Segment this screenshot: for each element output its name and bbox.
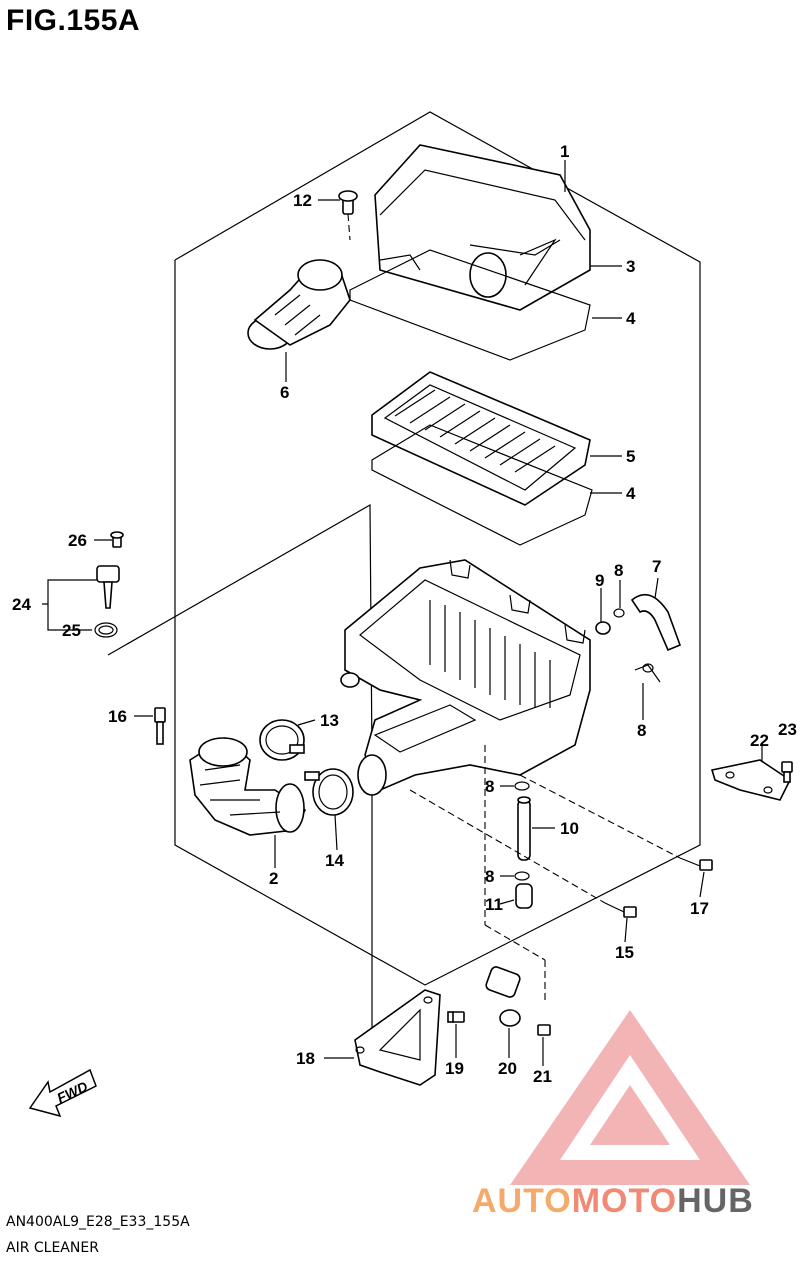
air-cleaner-cover bbox=[374, 144, 591, 311]
leader-lines bbox=[42, 160, 763, 1066]
callout-3: 3 bbox=[626, 257, 635, 276]
callout-20: 20 bbox=[498, 1059, 517, 1078]
air-cleaner-case bbox=[340, 559, 591, 796]
watermark-moto: MOTO bbox=[572, 1182, 677, 1220]
figure-title: FIG.155A bbox=[6, 4, 141, 37]
callout-23: 23 bbox=[778, 720, 797, 739]
callout-13: 13 bbox=[320, 711, 339, 730]
intake-sensor bbox=[96, 531, 124, 609]
watermark-logo bbox=[510, 1010, 750, 1185]
figure-name: AIR CLEANER bbox=[6, 1240, 99, 1256]
callout-5: 5 bbox=[626, 447, 635, 466]
fitting-9 bbox=[595, 621, 611, 635]
callout-6: 6 bbox=[280, 383, 289, 402]
clamp-14 bbox=[304, 768, 354, 816]
bracket-18 bbox=[354, 989, 441, 1086]
clip-8c bbox=[514, 781, 530, 791]
drain-cap bbox=[515, 883, 533, 909]
fwd-label: FWD bbox=[54, 1078, 90, 1106]
callout-15: 15 bbox=[615, 943, 634, 962]
filter-element bbox=[371, 371, 591, 506]
callout-14: 14 bbox=[325, 851, 344, 870]
filter-gasket bbox=[371, 424, 593, 546]
watermark-hub: HUB bbox=[677, 1182, 754, 1220]
bolt-16 bbox=[154, 707, 166, 745]
callout-16: 16 bbox=[108, 707, 127, 726]
figure-code: AN400AL9_E28_E33_155A bbox=[6, 1214, 190, 1230]
bolt-23 bbox=[781, 761, 793, 783]
bolt-15 bbox=[604, 902, 637, 918]
sensor-oring bbox=[94, 622, 118, 638]
clamp-13 bbox=[259, 719, 305, 761]
callout-24: 24 bbox=[12, 595, 31, 614]
dashed-leaders bbox=[409, 745, 681, 1000]
callout-4b: 4 bbox=[626, 484, 636, 503]
bracket-22 bbox=[710, 759, 792, 801]
bolt-17 bbox=[679, 857, 713, 871]
callout-4a: 4 bbox=[626, 309, 636, 328]
callout-12: 12 bbox=[293, 191, 312, 210]
callout-8c: 8 bbox=[485, 777, 494, 796]
callout-8a: 8 bbox=[614, 561, 623, 580]
watermark-text: AUTOMOTOHUB bbox=[472, 1182, 754, 1220]
damper-20 bbox=[485, 966, 521, 1027]
callout-8d: 8 bbox=[485, 867, 494, 886]
callout-1: 1 bbox=[560, 142, 569, 161]
callout-19: 19 bbox=[445, 1059, 464, 1078]
callout-25: 25 bbox=[62, 621, 81, 640]
drain-hose bbox=[630, 593, 682, 652]
callout-11: 11 bbox=[485, 895, 503, 914]
callout-22: 22 bbox=[750, 731, 769, 750]
clip-8d bbox=[514, 871, 530, 881]
svg-text:AUTOMOTOHUB: AUTOMOTOHUB bbox=[472, 1182, 754, 1220]
screw-12 bbox=[338, 190, 358, 241]
clip-8a bbox=[613, 608, 625, 618]
callout-numbers: 1 3 4 12 6 5 4 26 24 25 9 8 7 8 16 13 22… bbox=[12, 142, 797, 1086]
watermark-auto: AUTO bbox=[472, 1182, 572, 1220]
bolt-21 bbox=[537, 1024, 551, 1036]
callout-26: 26 bbox=[68, 531, 87, 550]
callout-2: 2 bbox=[269, 869, 278, 888]
drain-tube bbox=[517, 796, 531, 861]
callout-21: 21 bbox=[533, 1067, 552, 1086]
callout-18: 18 bbox=[296, 1049, 315, 1068]
bolt-19 bbox=[447, 1011, 465, 1023]
intake-duct bbox=[247, 259, 351, 350]
callout-10: 10 bbox=[560, 819, 579, 838]
outlet-duct bbox=[189, 737, 307, 836]
forward-direction-arrow: FWD bbox=[28, 1068, 97, 1118]
callout-8b: 8 bbox=[637, 721, 646, 740]
callout-17: 17 bbox=[690, 899, 709, 918]
callout-9: 9 bbox=[595, 571, 604, 590]
clip-8b bbox=[634, 663, 661, 683]
callout-7: 7 bbox=[652, 557, 661, 576]
